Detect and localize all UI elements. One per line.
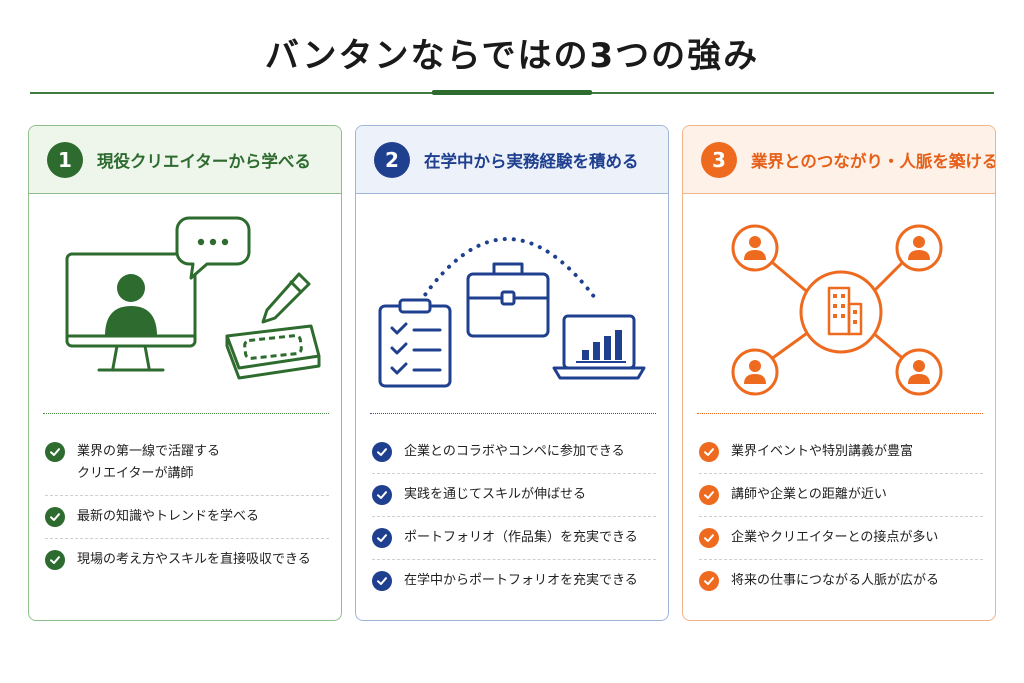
check-icon bbox=[699, 571, 719, 591]
list-item: 業界の第一線で活躍するクリエイターが講師 bbox=[45, 431, 329, 496]
card-heading: 現役クリエイターから学べる bbox=[97, 151, 311, 171]
list-item: ポートフォリオ（作品集）を充実できる bbox=[372, 517, 656, 560]
list-item: 講師や企業との距離が近い bbox=[699, 474, 983, 517]
section-divider bbox=[43, 413, 329, 414]
check-icon bbox=[45, 550, 65, 570]
card-header: 1 現役クリエイターから学べる bbox=[29, 126, 341, 194]
list-item: 最新の知識やトレンドを学べる bbox=[45, 496, 329, 539]
card-heading: 業界とのつながり・人脈を築ける bbox=[751, 151, 996, 171]
card-header: 2 在学中から実務経験を積める bbox=[356, 126, 668, 194]
check-icon bbox=[372, 442, 392, 462]
check-icon bbox=[699, 485, 719, 505]
item-text: 現場の考え方やスキルを直接吸収できる bbox=[77, 552, 311, 567]
strength-card-2: 2 在学中から実務経験を積める 企業とのコラボやコンペに参加できる bbox=[355, 125, 669, 621]
item-text: 企業とのコラボやコンペに参加できる bbox=[404, 444, 625, 459]
check-icon bbox=[372, 571, 392, 591]
check-icon bbox=[699, 442, 719, 462]
item-text: 業界イベントや特別講義が豊富 bbox=[731, 444, 914, 459]
strength-card-1: 1 現役クリエイターから学べる 業界の第一線で活躍するク bbox=[28, 125, 342, 621]
list-item: 在学中からポートフォリオを充実できる bbox=[372, 560, 656, 602]
list-item: 企業とのコラボやコンペに参加できる bbox=[372, 431, 656, 474]
briefcase-work-icon bbox=[378, 237, 646, 388]
check-icon bbox=[699, 528, 719, 548]
check-icon bbox=[45, 442, 65, 462]
strength-card-3: 3 業界とのつながり・人脈を築ける bbox=[682, 125, 996, 621]
item-text: 在学中からポートフォリオを充実できる bbox=[404, 573, 638, 588]
network-people-icon bbox=[731, 224, 943, 396]
page-title: バンタンならではの3つの強み bbox=[264, 36, 760, 76]
check-icon bbox=[372, 528, 392, 548]
number-badge: 3 bbox=[701, 141, 737, 178]
list-item: 実践を通じてスキルが伸ばせる bbox=[372, 474, 656, 517]
benefit-list: 業界の第一線で活躍するクリエイターが講師 最新の知識やトレンドを学べる 現場の考… bbox=[45, 431, 329, 581]
list-item: 現場の考え方やスキルを直接吸収できる bbox=[45, 539, 329, 581]
item-text: 企業やクリエイターとの接点が多い bbox=[731, 530, 939, 545]
card-header: 3 業界とのつながり・人脈を築ける bbox=[683, 126, 995, 194]
item-text: 業界の第一線で活躍するクリエイターが講師 bbox=[77, 444, 221, 481]
list-item: 将来の仕事につながる人脈が広がる bbox=[699, 560, 983, 602]
card-heading: 在学中から実務経験を積める bbox=[424, 151, 639, 171]
list-item: 企業やクリエイターとの接点が多い bbox=[699, 517, 983, 560]
monitor-creator-icon bbox=[65, 216, 321, 380]
item-text: 実践を通じてスキルが伸ばせる bbox=[404, 487, 587, 502]
item-text: 講師や企業との距離が近い bbox=[731, 487, 887, 502]
item-text: 将来の仕事につながる人脈が広がる bbox=[731, 573, 940, 588]
benefit-list: 企業とのコラボやコンペに参加できる 実践を通じてスキルが伸ばせる ポートフォリオ… bbox=[372, 431, 656, 602]
benefit-list: 業界イベントや特別講義が豊富 講師や企業との距離が近い 企業やクリエイターとの接… bbox=[699, 431, 983, 602]
number-badge: 2 bbox=[374, 141, 410, 178]
check-icon bbox=[372, 485, 392, 505]
number-badge: 1 bbox=[47, 141, 83, 178]
section-divider bbox=[697, 413, 983, 414]
item-text: 最新の知識やトレンドを学べる bbox=[77, 509, 260, 524]
title-divider-accent bbox=[432, 90, 592, 95]
section-divider bbox=[370, 413, 656, 414]
list-item: 業界イベントや特別講義が豊富 bbox=[699, 431, 983, 474]
item-text: ポートフォリオ（作品集）を充実できる bbox=[404, 530, 638, 545]
check-icon bbox=[45, 507, 65, 527]
